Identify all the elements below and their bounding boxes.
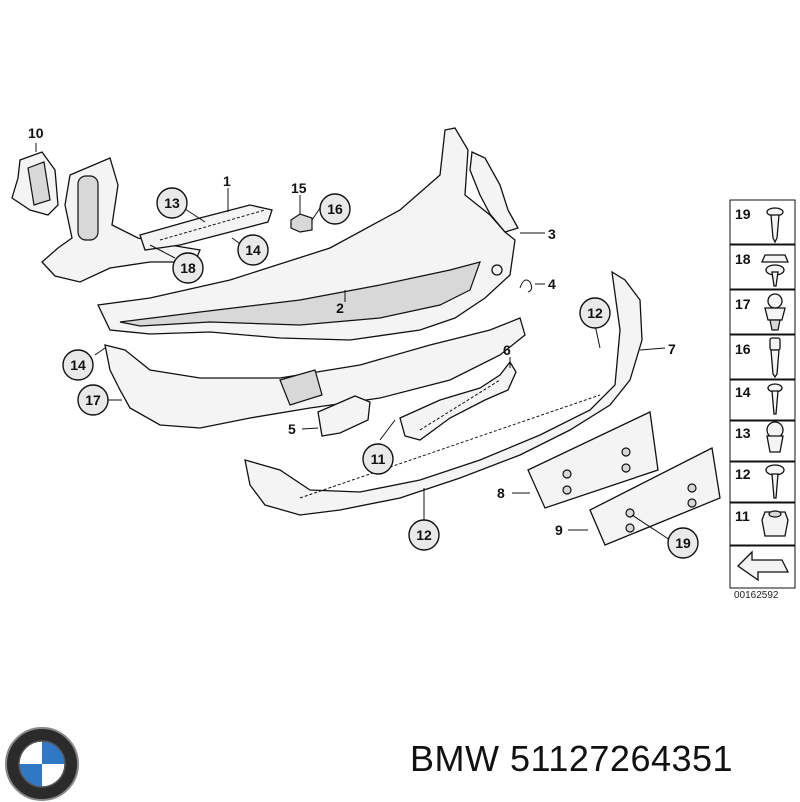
direction-arrow-icon	[736, 550, 790, 582]
callout-18: 18	[180, 260, 196, 276]
callout-13: 13	[164, 195, 180, 211]
callout-3: 3	[548, 226, 556, 242]
callout-10: 10	[28, 125, 44, 141]
callout-4: 4	[548, 276, 556, 292]
legend-label-13: 13	[735, 425, 751, 441]
callouts: 10 1 13 14 18 15 16 2 3 4 12 7 6 14 17 5…	[28, 125, 699, 559]
part-8-plate-bracket	[527, 411, 659, 509]
nut-screw-icon	[761, 254, 789, 287]
legend-label-19: 19	[735, 206, 751, 222]
legend-label-12: 12	[735, 466, 751, 482]
hex-nut-icon	[761, 510, 789, 537]
callout-19: 19	[675, 535, 691, 551]
callout-14-lower: 14	[70, 357, 86, 373]
callout-7: 7	[668, 341, 676, 357]
callout-8: 8	[497, 485, 505, 501]
clip-nut-icon	[764, 293, 786, 331]
callout-2: 2	[336, 300, 344, 316]
legend-label-18: 18	[735, 251, 751, 267]
callout-16: 16	[327, 201, 343, 217]
callout-5: 5	[288, 421, 296, 437]
lower-bumper-cover	[104, 317, 526, 429]
callout-12-lower: 12	[416, 527, 432, 543]
expansion-screw-icon	[769, 337, 781, 379]
fastener-legend: 19 18 17 16 14 13 12 11	[729, 199, 796, 601]
callout-11: 11	[371, 451, 386, 467]
callout-14-upper: 14	[245, 242, 261, 258]
screw-icon	[766, 207, 784, 244]
bmw-logo	[5, 727, 79, 801]
part-7-diffuser	[244, 270, 643, 516]
legend-label-17: 17	[735, 296, 751, 312]
part-3-side-flap	[469, 151, 519, 233]
legend-label-16: 16	[735, 341, 751, 357]
phillips-screw-icon	[767, 383, 783, 415]
callout-12-upper: 12	[587, 305, 603, 321]
legend-label-11: 11	[735, 508, 750, 524]
callout-6: 6	[503, 342, 511, 358]
part-number-caption: BMW 51127264351	[410, 738, 733, 780]
plastic-clip-icon	[766, 421, 784, 453]
part-number: 51127264351	[510, 738, 734, 779]
part-15-clip	[290, 213, 313, 233]
brand-name: BMW	[410, 738, 500, 779]
washer-screw-icon	[765, 464, 785, 499]
callout-1: 1	[223, 173, 231, 189]
part-4-hook	[519, 279, 533, 293]
leader-lines	[35, 143, 671, 541]
callout-9: 9	[555, 522, 563, 538]
drawing-number: 00162592	[734, 590, 779, 601]
part-5-cover	[317, 395, 371, 437]
part-10-bracket	[11, 151, 59, 216]
legend-label-14: 14	[735, 384, 751, 400]
callout-17: 17	[85, 392, 101, 408]
part-9-plate-bracket	[589, 447, 721, 546]
callout-15: 15	[291, 180, 307, 196]
part-6-bracket	[399, 360, 517, 441]
